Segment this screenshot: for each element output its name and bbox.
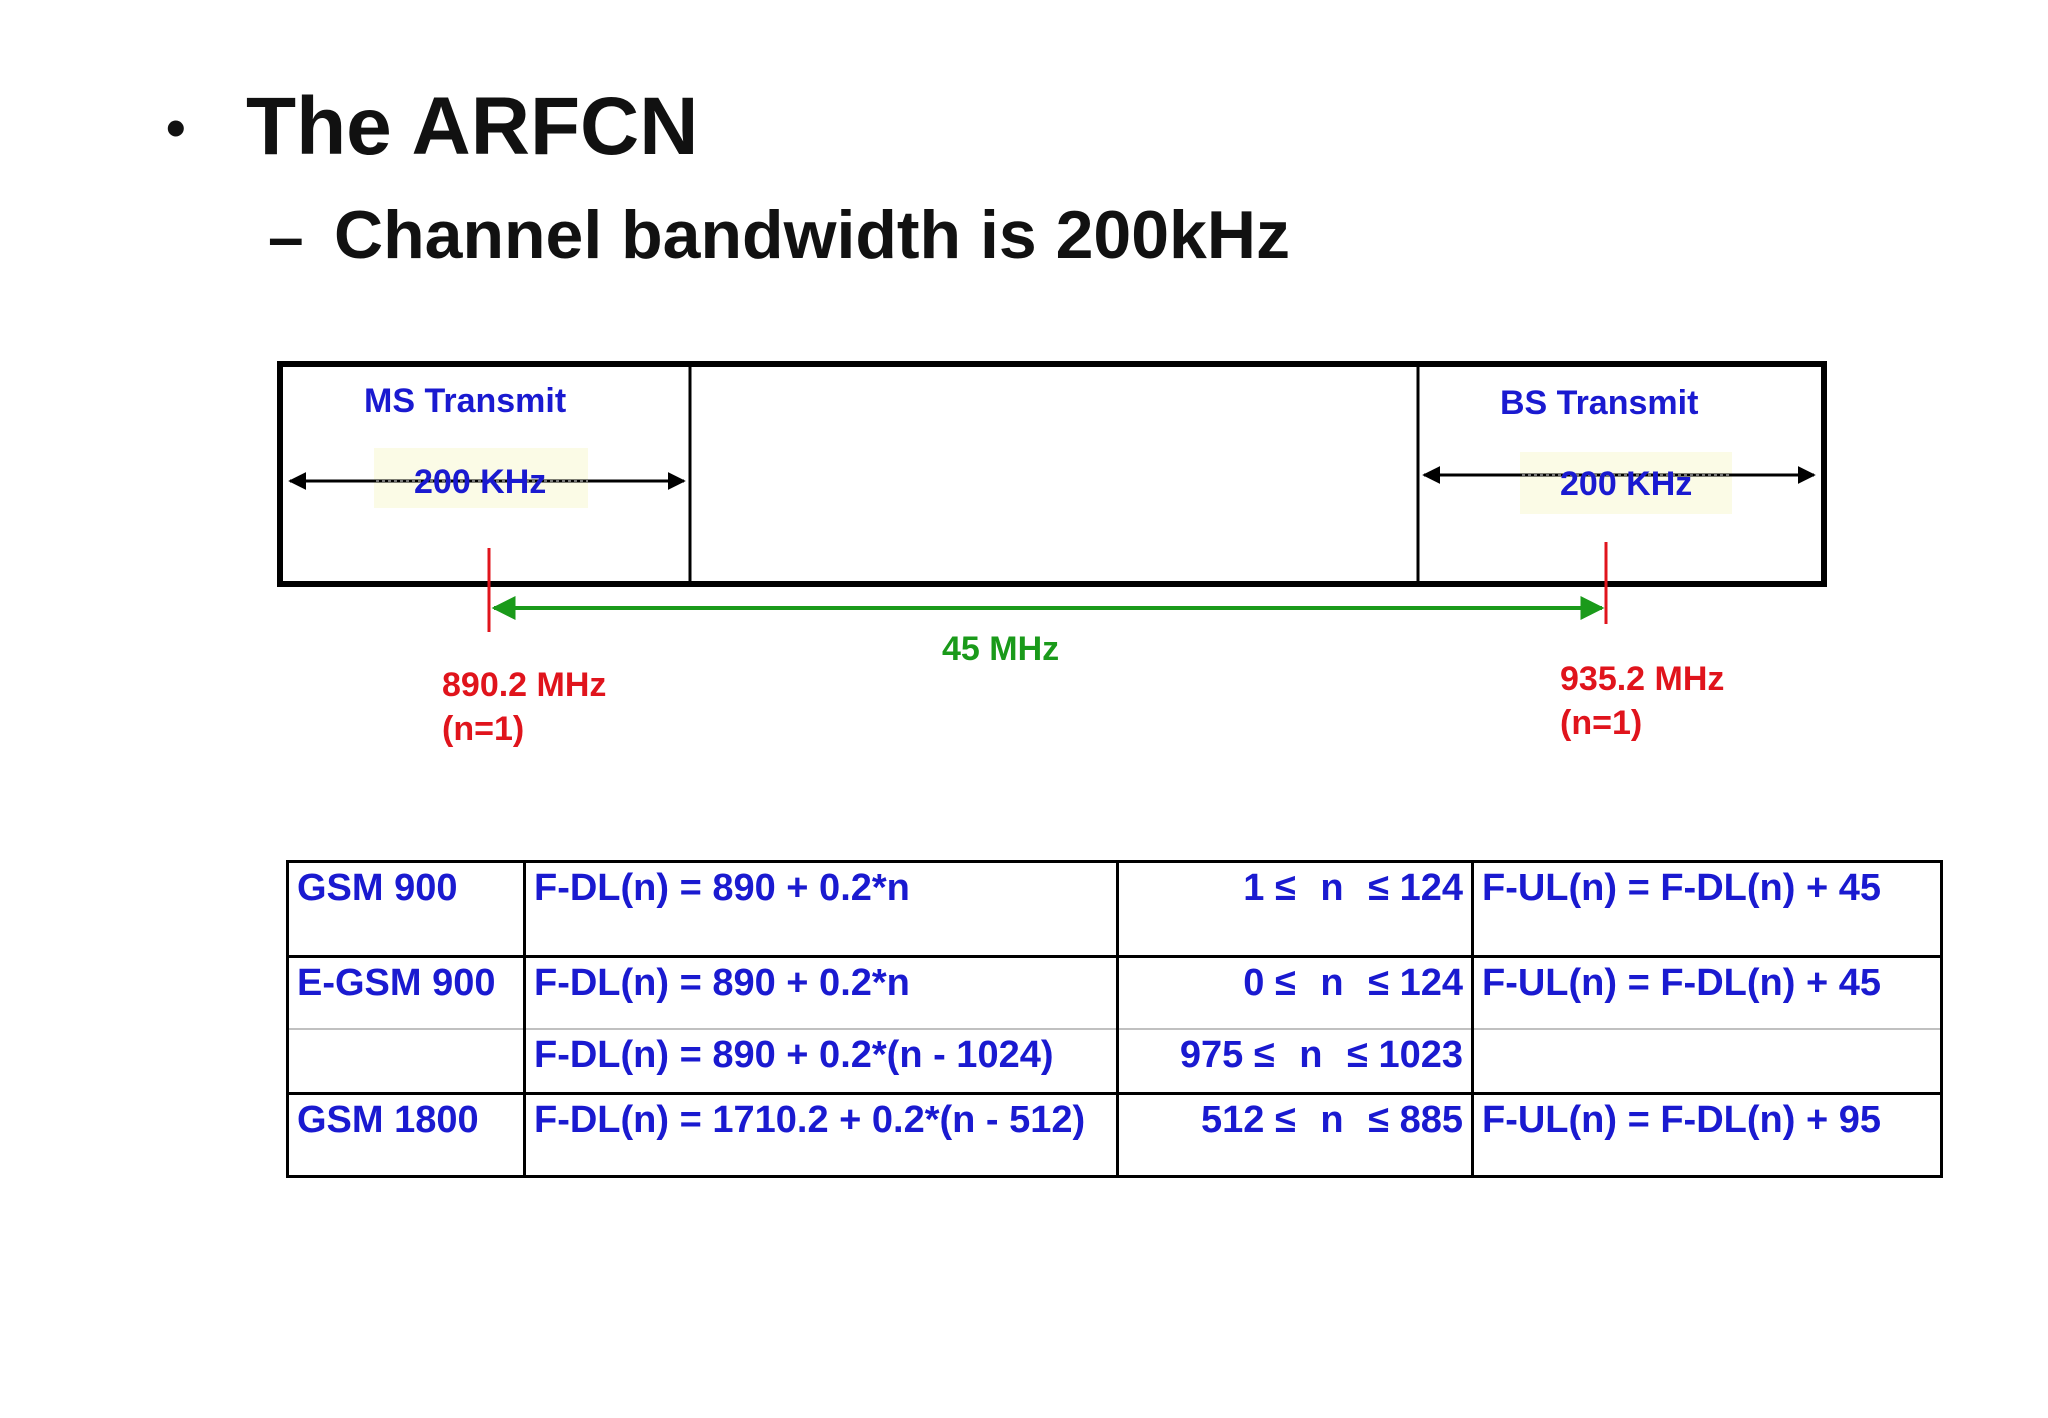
range-low: 975 [1179, 1034, 1244, 1076]
uplink-formula-cell: F-UL(n) = F-DL(n) + 45 [1471, 860, 1943, 958]
band-cell: E-GSM 900 [286, 955, 526, 1030]
downlink-formula-cell: F-DL(n) = 1710.2 + 0.2*(n - 512) [523, 1092, 1119, 1178]
arfcn-table: GSM 900 F-DL(n) = 890 + 0.2*n 1 ≤ n ≤ 12… [286, 860, 1943, 1178]
bullet-dot: • [166, 96, 186, 159]
bs-channel-label: (n=1) [1560, 704, 1642, 742]
downlink-formula-cell: F-DL(n) = 890 + 0.2*(n - 1024) [523, 1028, 1119, 1095]
channel-range-cell: 975 ≤ n ≤ 1023 [1116, 1028, 1474, 1095]
sub-bullet-dash: – [268, 201, 304, 273]
uplink-formula-cell [1471, 1028, 1943, 1095]
leq-symbol: ≤ [1347, 1034, 1368, 1076]
band-cell: GSM 1800 [286, 1092, 526, 1178]
downlink-formula-cell: F-DL(n) = 890 + 0.2*n [523, 955, 1119, 1030]
band-cell: GSM 900 [286, 860, 526, 958]
range-low: 1 [1243, 867, 1265, 909]
leq-symbol: ≤ [1368, 867, 1390, 909]
range-high: 124 [1399, 867, 1463, 909]
range-low: 0 [1243, 962, 1265, 1004]
separation-label: 45 MHz [942, 630, 1059, 668]
bs-transmit-label: BS Transmit [1500, 384, 1698, 422]
range-high: 885 [1399, 1099, 1463, 1141]
table-row: GSM 900 F-DL(n) = 890 + 0.2*n 1 ≤ n ≤ 12… [286, 860, 1943, 958]
table-row: GSM 1800 F-DL(n) = 1710.2 + 0.2*(n - 512… [286, 1092, 1943, 1178]
leq-symbol: ≤ [1368, 962, 1390, 1004]
leq-symbol: ≤ [1253, 1034, 1275, 1076]
channel-range-cell: 512 ≤ n ≤ 885 [1116, 1092, 1474, 1178]
uplink-formula-cell: F-UL(n) = F-DL(n) + 95 [1471, 1092, 1943, 1178]
bs-bandwidth-label: 200 KHz [1560, 465, 1692, 503]
arfcn-table-wrapper: GSM 900 F-DL(n) = 890 + 0.2*n 1 ≤ n ≤ 12… [286, 860, 1943, 1178]
leq-symbol: ≤ [1368, 1099, 1390, 1141]
leq-symbol: ≤ [1274, 1099, 1296, 1141]
table-row: F-DL(n) = 890 + 0.2*(n - 1024) 975 ≤ n ≤… [286, 1028, 1943, 1095]
uplink-formula-cell: F-UL(n) = F-DL(n) + 45 [1471, 955, 1943, 1030]
bs-frequency-label: 935.2 MHz [1560, 660, 1724, 698]
leq-symbol: ≤ [1274, 962, 1296, 1004]
range-high: 124 [1399, 962, 1463, 1004]
channel-range-cell: 0 ≤ n ≤ 124 [1116, 955, 1474, 1030]
ms-frequency-label: 890.2 MHz [442, 666, 606, 704]
band-frame [277, 361, 1827, 587]
range-variable: n [1320, 962, 1344, 1004]
band-cell [286, 1028, 526, 1095]
slide-title: The ARFCN [246, 81, 699, 172]
range-low: 512 [1201, 1099, 1265, 1141]
ms-bandwidth-label: 200 KHz [414, 463, 546, 501]
slide-subtitle: Channel bandwidth is 200kHz [334, 197, 1290, 273]
range-variable: n [1299, 1034, 1323, 1076]
ms-transmit-label: MS Transmit [364, 382, 566, 420]
ms-channel-label: (n=1) [442, 710, 524, 748]
range-variable: n [1320, 867, 1344, 909]
range-variable: n [1320, 1099, 1344, 1141]
table-row: E-GSM 900 F-DL(n) = 890 + 0.2*n 0 ≤ n ≤ … [286, 955, 1943, 1030]
downlink-formula-cell: F-DL(n) = 890 + 0.2*n [523, 860, 1119, 958]
range-high: 1023 [1378, 1034, 1463, 1076]
channel-range-cell: 1 ≤ n ≤ 124 [1116, 860, 1474, 958]
leq-symbol: ≤ [1274, 867, 1296, 909]
